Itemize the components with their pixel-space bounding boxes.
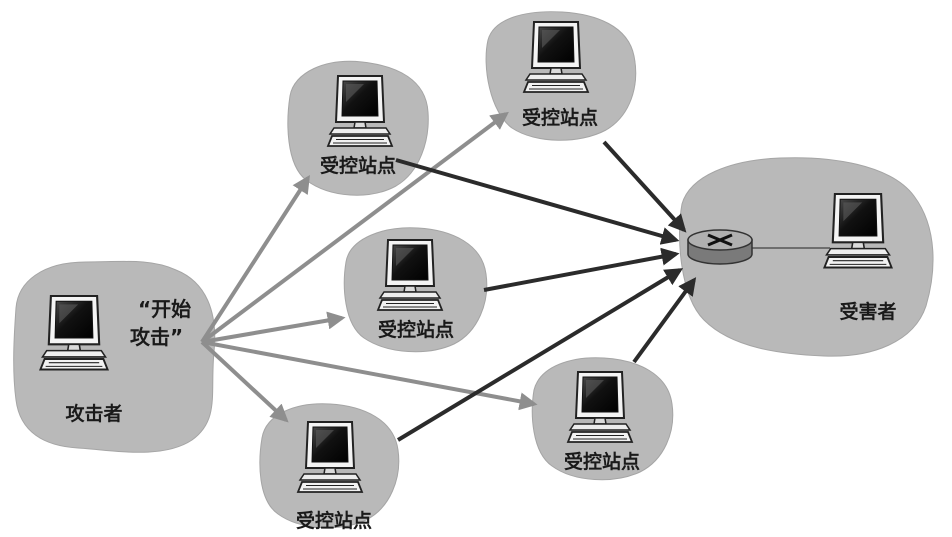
command-arrow-5 bbox=[201, 340, 538, 411]
command-arrow-2 bbox=[200, 111, 509, 344]
attack-arrow-5 bbox=[632, 277, 697, 364]
attack-arrow-1 bbox=[395, 158, 680, 245]
command-arrow-1 bbox=[200, 174, 310, 344]
zombie-computer-icon-1 bbox=[327, 75, 393, 147]
victim-label: 受害者 bbox=[839, 300, 896, 323]
attack-arrow-2 bbox=[602, 140, 687, 233]
zombie-label-3: 受控站点 bbox=[378, 318, 454, 341]
command-arrow-4 bbox=[200, 340, 289, 423]
attack-arrow-4 bbox=[396, 268, 684, 442]
zombie-computer-icon-2 bbox=[523, 21, 589, 93]
zombie-label-1: 受控站点 bbox=[320, 154, 396, 177]
attacker-computer-icon bbox=[39, 294, 109, 371]
command-arrow-3 bbox=[201, 311, 346, 344]
zombie-computer-icon-3 bbox=[377, 239, 443, 311]
zombie-label-5: 受控站点 bbox=[564, 450, 640, 473]
command-label-line1: “开始 bbox=[138, 297, 191, 321]
zombie-label-2: 受控站点 bbox=[522, 106, 598, 129]
zombie-computer-icon-4 bbox=[297, 421, 363, 493]
router-icon bbox=[687, 229, 753, 265]
victim-computer-icon bbox=[823, 192, 893, 269]
attack-arrow-3 bbox=[483, 247, 680, 292]
attacker-label: 攻击者 bbox=[65, 402, 122, 425]
command-label-line2: 攻击” bbox=[130, 325, 183, 349]
zombie-label-4: 受控站点 bbox=[296, 509, 372, 532]
zombie-computer-icon-5 bbox=[567, 371, 633, 443]
